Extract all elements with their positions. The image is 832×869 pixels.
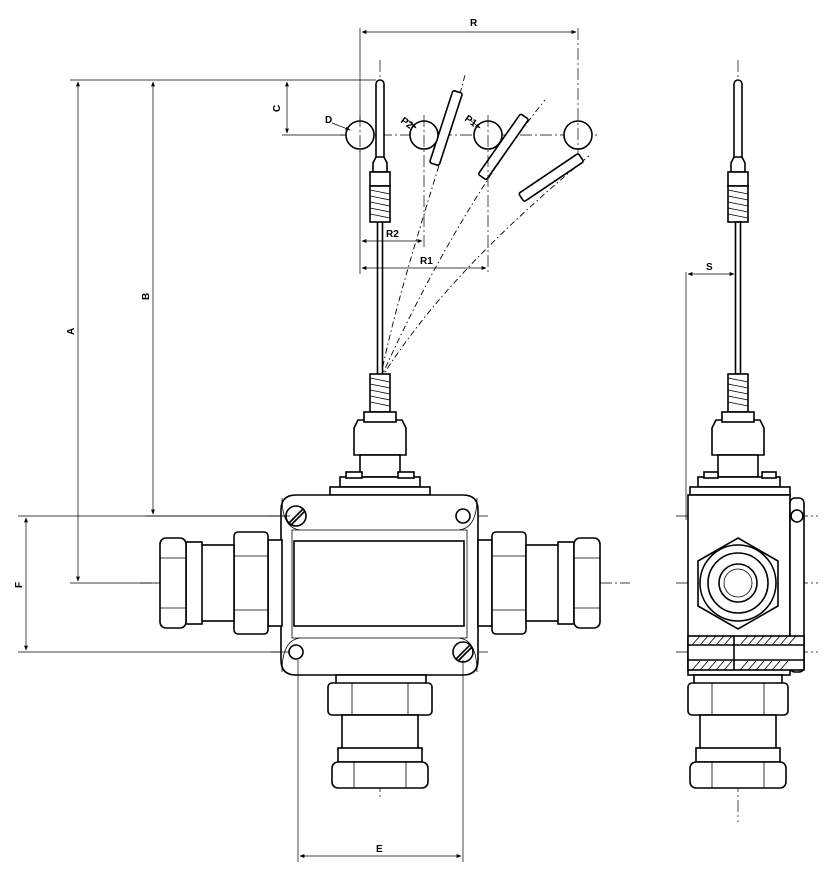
hole-top-right bbox=[455, 508, 471, 524]
wand-deflected-p2 bbox=[429, 90, 463, 166]
left-cable-gland bbox=[159, 531, 283, 635]
top-gland bbox=[329, 411, 431, 496]
right-cable-gland bbox=[477, 531, 601, 635]
label-plate bbox=[293, 540, 465, 627]
wand-deflected-max bbox=[518, 153, 584, 202]
deflection-arc-2 bbox=[379, 99, 546, 381]
dim-label-s: S bbox=[706, 262, 713, 273]
dim-label-b: B bbox=[141, 293, 152, 300]
dim-label-f: F bbox=[14, 582, 25, 588]
dim-label-r: R bbox=[470, 18, 478, 29]
screw-bottom-right bbox=[452, 641, 474, 663]
dim-label-r1: R1 bbox=[420, 256, 433, 267]
base-spring bbox=[369, 373, 391, 413]
dim-label-d: D bbox=[325, 115, 332, 126]
side-view: S bbox=[676, 60, 818, 822]
enclosure-box bbox=[280, 494, 479, 676]
bottom-cable-gland bbox=[327, 674, 433, 789]
dim-label-e: E bbox=[376, 844, 383, 855]
dim-label-r2: R2 bbox=[386, 229, 399, 240]
side-hatched-section bbox=[687, 635, 805, 671]
dim-label-c: C bbox=[272, 105, 283, 112]
side-hex-nut bbox=[697, 537, 779, 630]
front-view: R A B C D P2 P1 R2 R1 E bbox=[14, 18, 630, 862]
wand-vertical bbox=[369, 79, 391, 413]
dim-label-a: A bbox=[66, 328, 77, 335]
deflection-arc-3 bbox=[379, 154, 591, 381]
hole-bottom-left bbox=[288, 644, 304, 660]
